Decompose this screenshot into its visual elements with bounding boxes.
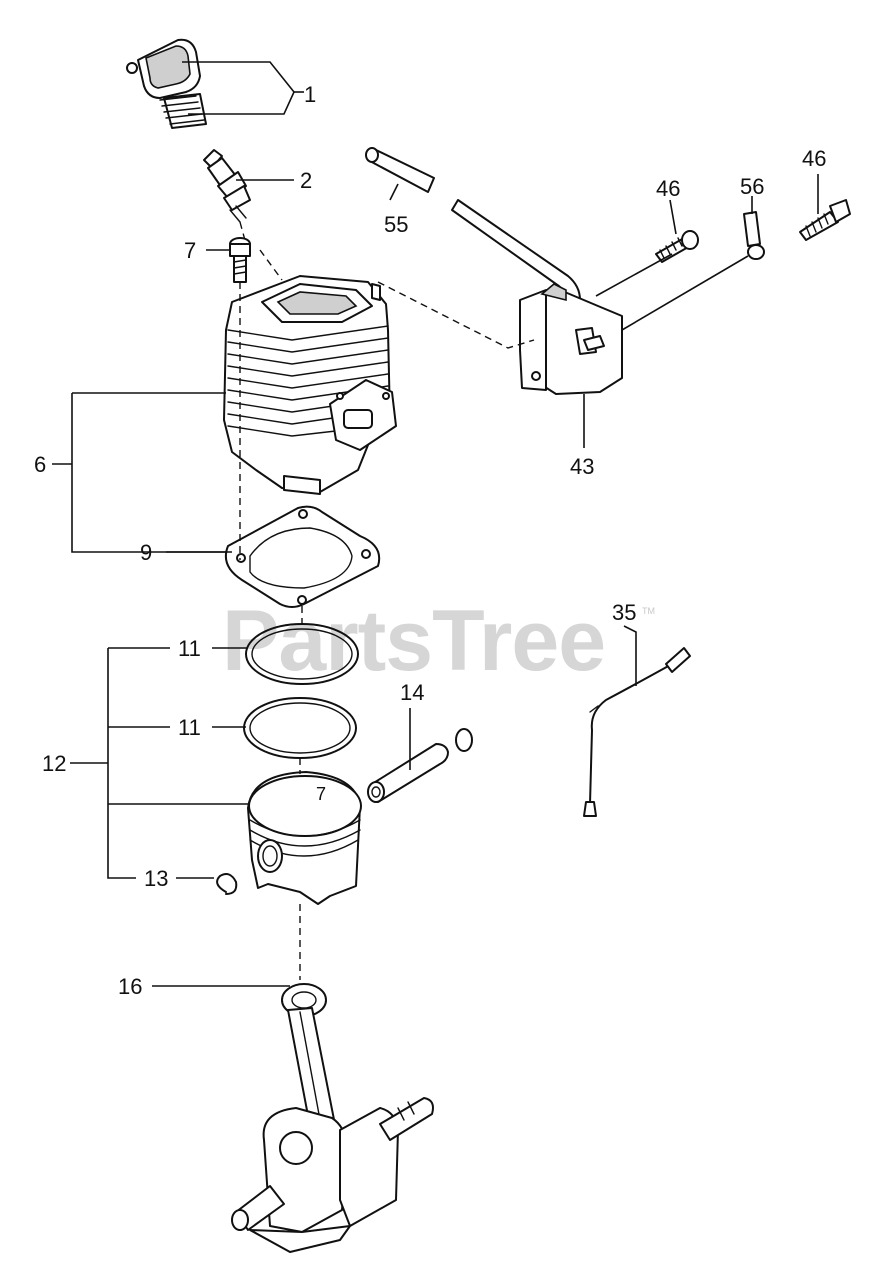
cylinder-icon[interactable] [223, 275, 397, 495]
spark-plug-icon[interactable] [203, 149, 251, 245]
assembly-lines [239, 249, 535, 980]
callout-13: 13 [144, 866, 168, 891]
screw-icon[interactable] [799, 199, 851, 241]
bolt-icon[interactable] [229, 237, 251, 283]
terminal-icon[interactable] [743, 211, 765, 260]
callout-56: 56 [740, 174, 764, 199]
watermark-mark: TM [642, 606, 655, 616]
callout-43: 43 [570, 454, 594, 479]
piston-assembly-icon[interactable]: 7 [247, 771, 362, 905]
callout-11-upper: 11 [178, 636, 201, 661]
callout-7: 7 [184, 238, 196, 263]
circlip-icon[interactable] [216, 873, 238, 895]
boot-sleeve-icon[interactable] [365, 147, 435, 193]
spark-plug-boot-icon[interactable] [126, 38, 207, 129]
crankshaft-icon[interactable] [231, 983, 434, 1253]
callout-6: 6 [34, 452, 46, 477]
callout-12: 12 [42, 751, 66, 776]
callout-46-right: 46 [802, 146, 826, 171]
piston-ring-icon[interactable] [243, 697, 357, 759]
callout-9: 9 [140, 540, 152, 565]
screw-icon[interactable] [655, 230, 699, 263]
callout-35: 35 [612, 600, 636, 625]
callout-14: 14 [400, 680, 424, 705]
wire-lead-icon[interactable] [583, 647, 691, 817]
callout-labels: 1 2 7 55 46 56 46 6 9 43 35 11 11 14 12 … [34, 82, 826, 999]
callout-1: 1 [304, 82, 316, 107]
callout-46-left: 46 [656, 176, 680, 201]
callout-16: 16 [118, 974, 142, 999]
callout-55: 55 [384, 212, 408, 237]
piston-pin-icon[interactable] [367, 728, 473, 803]
watermark-text: PartsTree [222, 593, 605, 689]
ignition-coil-icon[interactable] [451, 199, 623, 395]
callout-11-lower: 11 [178, 715, 201, 740]
svg-text:7: 7 [316, 784, 326, 804]
gasket-icon[interactable] [224, 505, 381, 608]
callout-2: 2 [300, 168, 312, 193]
watermark: PartsTree TM [222, 593, 655, 689]
leader-lines [52, 61, 819, 987]
